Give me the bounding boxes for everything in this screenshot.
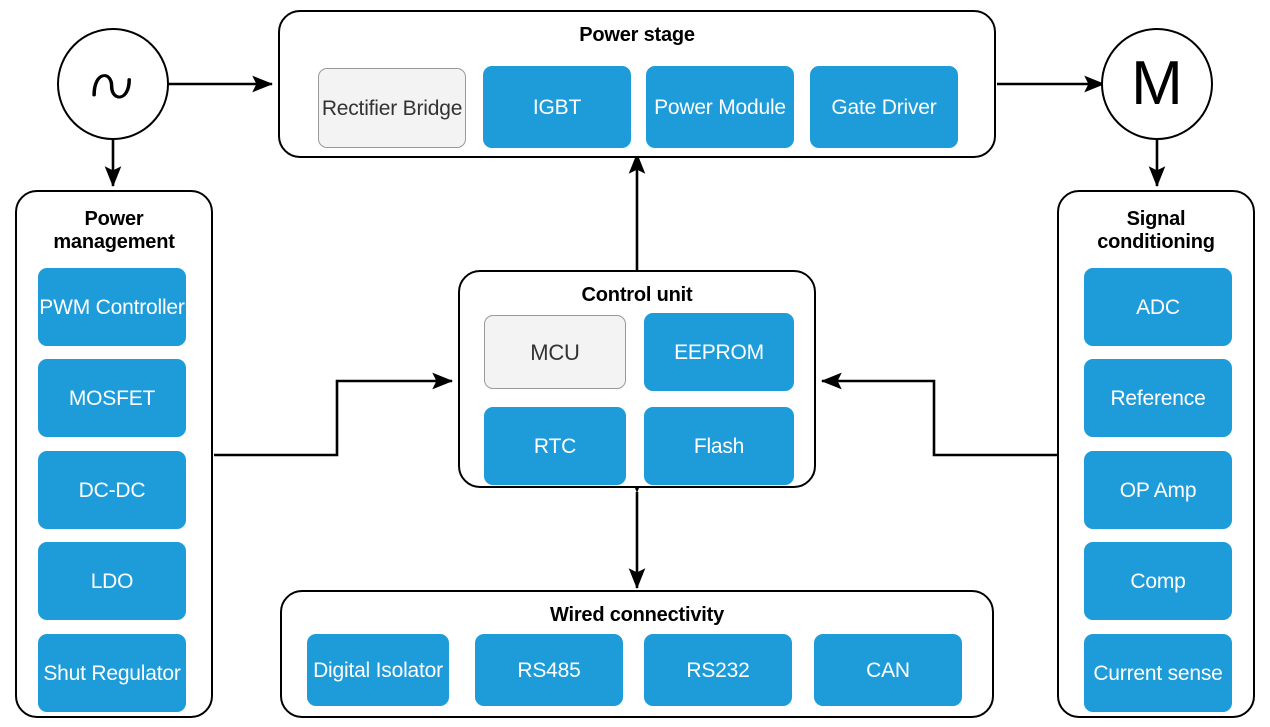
motor-symbol: M (1101, 28, 1213, 140)
wired-connectivity-title: Wired connectivity (549, 604, 725, 626)
block-power-module[interactable]: Power Module (646, 66, 794, 148)
block-ldo[interactable]: LDO (38, 542, 186, 620)
block-gate-driver[interactable]: Gate Driver (810, 66, 958, 148)
block-rtc[interactable]: RTC (484, 407, 626, 485)
motor-label: M (1131, 49, 1183, 118)
power-stage-title: Power stage (579, 24, 695, 46)
block-dc-dc[interactable]: DC-DC (38, 451, 186, 529)
group-control-unit[interactable]: Control unit MCU EEPROM RTC Flash (458, 270, 816, 488)
block-current-sense[interactable]: Current sense (1084, 634, 1232, 712)
block-rs485[interactable]: RS485 (475, 634, 623, 706)
block-flash[interactable]: Flash (644, 407, 794, 485)
signal-conditioning-title: Signal conditioning (1097, 208, 1215, 253)
ac-source-symbol (57, 28, 169, 140)
block-comp[interactable]: Comp (1084, 542, 1232, 620)
block-pwm-controller[interactable]: PWM Controller (38, 268, 186, 346)
block-op-amp[interactable]: OP Amp (1084, 451, 1232, 529)
block-mcu[interactable]: MCU (484, 315, 626, 389)
block-rs232[interactable]: RS232 (644, 634, 792, 706)
block-mosfet[interactable]: MOSFET (38, 359, 186, 437)
control-unit-title: Control unit (581, 284, 693, 306)
block-digital-isolator[interactable]: Digital Isolator (307, 634, 449, 706)
block-adc[interactable]: ADC (1084, 268, 1232, 346)
group-signal-conditioning[interactable]: Signal conditioning ADC Reference OP Amp… (1057, 190, 1255, 718)
block-igbt[interactable]: IGBT (483, 66, 631, 148)
group-power-management[interactable]: Power management PWM Controller MOSFET D… (15, 190, 213, 718)
block-rectifier-bridge[interactable]: Rectifier Bridge (318, 68, 466, 148)
sine-wave-icon (92, 74, 131, 99)
block-can[interactable]: CAN (814, 634, 962, 706)
group-wired-connectivity[interactable]: Wired connectivity Digital Isolator RS48… (280, 590, 994, 718)
block-reference[interactable]: Reference (1084, 359, 1232, 437)
line-signal-conditioning-to-control-unit (820, 372, 1057, 457)
line-power-management-to-control-unit (214, 372, 454, 457)
block-eeprom[interactable]: EEPROM (644, 313, 794, 391)
group-power-stage[interactable]: Power stage Rectifier Bridge IGBT Power … (278, 10, 996, 158)
block-shut-regulator[interactable]: Shut Regulator (38, 634, 186, 712)
power-management-title: Power management (53, 208, 175, 253)
